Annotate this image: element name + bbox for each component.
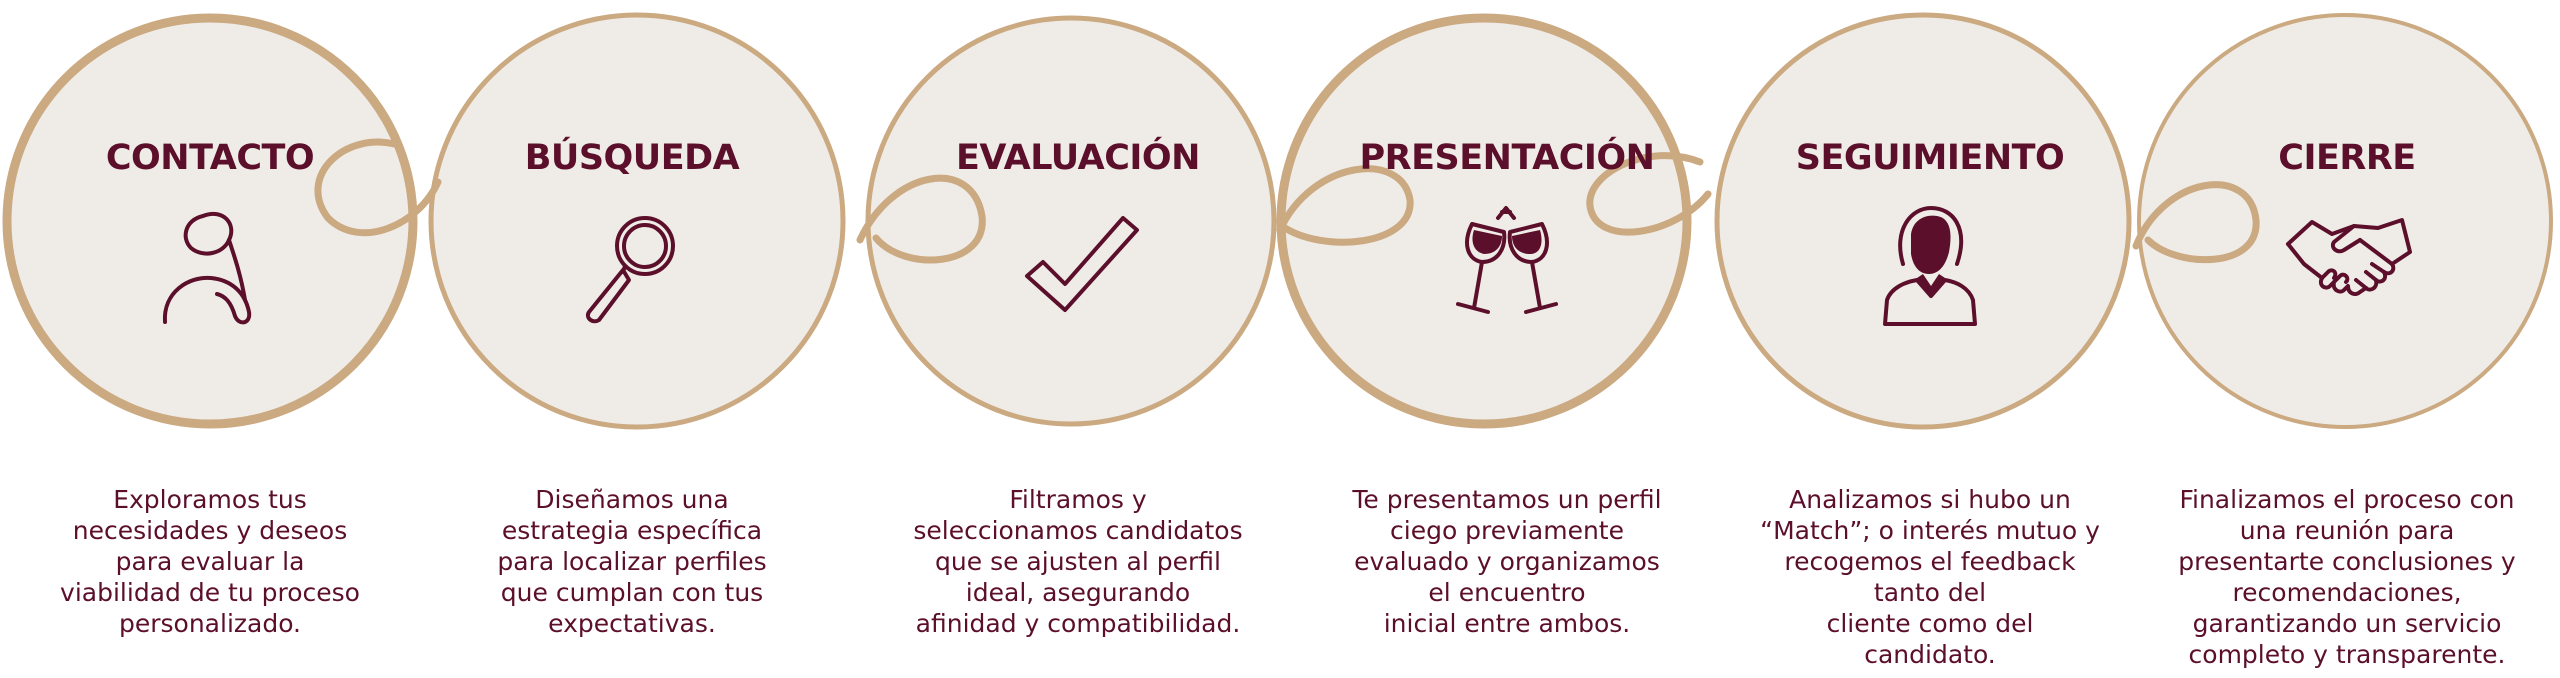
step-title: EVALUACIÓN (956, 138, 1200, 178)
step-title: PRESENTACIÓN (1359, 138, 1655, 178)
connector-loop-2 (856, 174, 986, 264)
magnifier-icon (567, 200, 697, 330)
step-title: SEGUIMIENTO (1795, 138, 2065, 178)
handshake-icon (2282, 200, 2412, 330)
step-description: Finalizamos el proceso con una reunión p… (2178, 485, 2516, 669)
step-contacto: CONTACTO Exploramos tus necesidades y de… (5, 0, 415, 678)
step-description: Diseñamos una estrategia específica para… (497, 485, 767, 638)
connector-loop-1 (314, 138, 442, 237)
step-description: Filtramos y seleccionamos candidatos que… (913, 485, 1243, 638)
step-seguimiento: SEGUIMIENTO Analizamos si hubo un “Match… (1725, 0, 2135, 678)
connector-loop-5 (2132, 181, 2260, 264)
step-cierre: CIERRE Finalizamos el proceso con una re… (2142, 0, 2552, 678)
step-evaluacion: EVALUACIÓN Filtramos y seleccionamos can… (873, 0, 1283, 678)
connector-loop-3 (1276, 165, 1414, 246)
step-busqueda: BÚSQUEDA Diseñamos una estrategia especí… (427, 0, 837, 678)
step-description: Analizamos si hubo un “Match”; o interés… (1760, 485, 2100, 669)
step-presentacion: PRESENTACIÓN Te presentamos un perfil ci… (1302, 0, 1712, 678)
step-description: Exploramos tus necesidades y deseos para… (60, 485, 360, 638)
toast-glasses-icon (1442, 200, 1572, 330)
step-title: BÚSQUEDA (524, 138, 740, 178)
user-icon (145, 200, 275, 330)
checkmark-icon (1013, 200, 1143, 330)
step-description: Te presentamos un perfil ciego previamen… (1352, 485, 1662, 638)
connector-loop-4 (1586, 152, 1712, 236)
step-circle-6 (2137, 13, 2553, 429)
step-circle-1 (2, 13, 418, 429)
woman-icon (1865, 200, 1995, 330)
step-title: CIERRE (2278, 138, 2416, 178)
step-title: CONTACTO (105, 138, 315, 178)
